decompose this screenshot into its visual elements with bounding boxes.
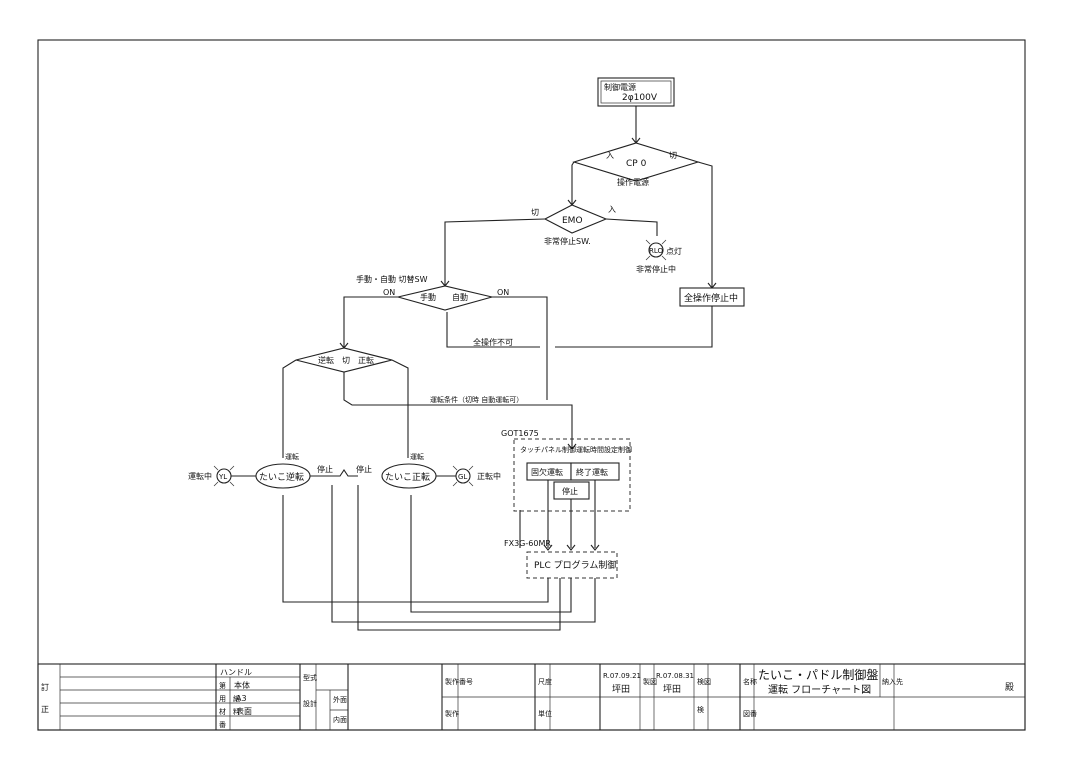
tb-draw: 製図 xyxy=(643,677,657,686)
time-setting: 運転時間設定制御 xyxy=(576,445,632,454)
fwd-run-text: たいこ正転 xyxy=(385,472,430,483)
rlo-on: 点灯 xyxy=(666,246,682,256)
got-label: GOT1675 xyxy=(501,429,539,438)
tb-material1: 用 紙 xyxy=(219,694,240,703)
end-run-text: 終了運転 xyxy=(576,467,608,477)
emo-text: EMO xyxy=(562,216,583,226)
tb-matval2: 表面 xyxy=(236,706,252,716)
run-label-right: 運転 xyxy=(410,452,424,461)
tb-customer: 殿 xyxy=(1005,682,1014,693)
tb-left1: 訂 xyxy=(41,682,49,692)
tb-approve: 検 xyxy=(697,705,704,714)
yl-text: YL xyxy=(218,473,227,481)
tb-check: 検図 xyxy=(697,677,711,686)
tb-use-no: 番 xyxy=(219,721,226,729)
tb-body: 本体 xyxy=(234,680,250,690)
tb-material2: 材 料 xyxy=(219,707,240,716)
plc-box[interactable] xyxy=(526,551,618,579)
emo-in: 入 xyxy=(608,205,616,214)
tb-design: 設計 xyxy=(303,699,317,708)
mode-sw-label: 手動・自動 切替SW xyxy=(356,274,428,284)
run-label-left: 運転 xyxy=(285,452,299,461)
running-fwd-text: 正転中 xyxy=(477,471,501,481)
mode-on-left: ON xyxy=(383,288,395,297)
tb-fig-no: 第 xyxy=(219,681,226,690)
tb-title2: 運転 フローチャート図 xyxy=(768,684,871,696)
rlo-text: RLO xyxy=(649,247,664,255)
tb-drawn: 坪田 xyxy=(612,684,630,695)
run-condition-text: 運転条件（切時 自動運転可） xyxy=(430,395,523,404)
mode-sw-text: 手動 自動 xyxy=(420,292,468,302)
stop-label-left: 停止 xyxy=(317,464,333,474)
tb-handle: ハンドル xyxy=(220,668,252,677)
tb-date2: R.07.08.31 xyxy=(656,672,694,680)
power-box[interactable] xyxy=(597,77,675,107)
all-stop-text: 全操作停止中 xyxy=(684,292,738,304)
tb-designed: 坪田 xyxy=(663,684,681,695)
plc-text: PLC プログラム制御 xyxy=(534,559,616,571)
yl-lamp-icon xyxy=(213,465,235,487)
gl-text: GL xyxy=(458,473,467,481)
page-border xyxy=(37,39,1026,731)
rev-run-text: たいこ逆転 xyxy=(259,471,304,483)
touch-ctrl: タッチパネル制御 xyxy=(520,445,576,454)
tb-type: 型式 xyxy=(303,673,317,682)
emo-label: 非常停止SW. xyxy=(544,236,591,246)
tb-left2: 正 xyxy=(41,705,49,714)
tb-name: 名称 xyxy=(743,677,757,686)
rlo-lamp-icon xyxy=(645,239,667,261)
emo-off: 切 xyxy=(531,208,539,217)
cp0-label: 操作電源 xyxy=(617,177,649,187)
tb-matval1: A3 xyxy=(236,694,247,703)
all-disabled-text: 全操作不可 xyxy=(473,337,513,347)
tb-date1: R.07.09.21 xyxy=(603,672,641,680)
phase-fail-run-text: 固欠運転 xyxy=(531,467,563,477)
dir-sw-text: 逆転 切 正転 xyxy=(318,355,374,365)
tb-make: 製作 xyxy=(445,709,459,718)
title-block xyxy=(37,663,1026,731)
tb-outer: 外面 xyxy=(333,695,347,704)
tb-inner: 内面 xyxy=(333,715,347,724)
emo-stop-text: 非常停止中 xyxy=(636,264,676,274)
tb-make-no: 製作番号 xyxy=(445,677,473,686)
stop-label-right: 停止 xyxy=(356,464,372,474)
tb-unit: 単位 xyxy=(538,709,552,718)
running-rev-text: 運転中 xyxy=(188,471,212,481)
tb-title1: たいこ・パドル制御盤 xyxy=(758,667,878,682)
cp0-in: 入 xyxy=(606,151,614,160)
mode-on-right: ON xyxy=(497,288,509,297)
stop-box-text: 停止 xyxy=(562,486,578,496)
got-panel xyxy=(513,438,631,512)
tb-delivery: 納入先 xyxy=(882,677,903,686)
cp0-text: CP 0 xyxy=(626,159,647,169)
tb-scale: 尺度 xyxy=(538,677,552,686)
cp0-off: 切 xyxy=(669,151,677,160)
power-line1: 制御電源 xyxy=(604,82,636,92)
tb-number: 図番 xyxy=(743,710,757,718)
fx-label: FX3G-60MR xyxy=(504,539,551,548)
power-line2: 2φ100V xyxy=(622,93,658,103)
